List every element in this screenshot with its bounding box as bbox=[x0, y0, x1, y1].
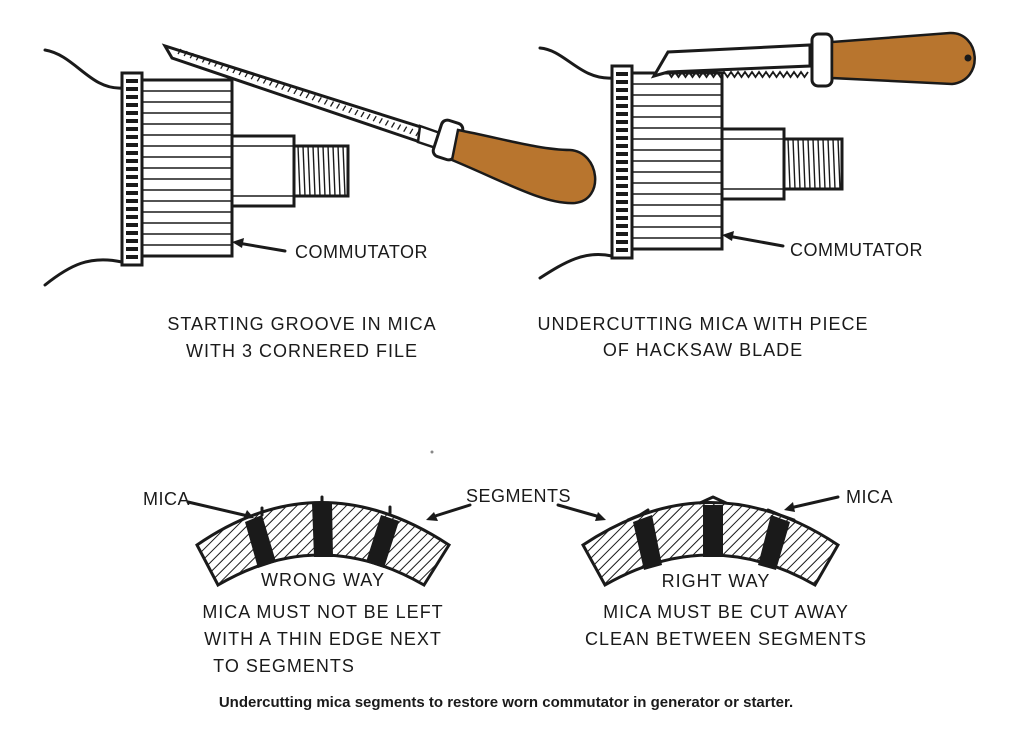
right-way-diagram: MICA RIGHT WAY bbox=[581, 487, 893, 591]
wrong-way-note-line3: TO SEGMENTS bbox=[213, 656, 355, 676]
hacksaw-blade bbox=[650, 31, 976, 88]
wrong-way-note-line2: WITH A THIN EDGE NEXT bbox=[204, 629, 442, 649]
mica-strip bbox=[758, 515, 790, 570]
caption-file-line1: STARTING GROOVE IN MICA bbox=[167, 314, 436, 334]
segments-label: SEGMENTS bbox=[466, 486, 571, 506]
commutator-callout-left: COMMUTATOR bbox=[295, 242, 428, 262]
right-way-note-line1: MICA MUST BE CUT AWAY bbox=[603, 602, 849, 622]
figure-caption: Undercutting mica segments to restore wo… bbox=[219, 694, 793, 711]
right-way-label: RIGHT WAY bbox=[662, 571, 771, 591]
wrong-way-label: WRONG WAY bbox=[261, 570, 385, 590]
mica-strip bbox=[245, 515, 276, 568]
wrong-way-diagram: MICA WRONG WAY bbox=[143, 489, 452, 590]
mica-label-right: MICA bbox=[846, 487, 893, 507]
commutator-drum-left bbox=[120, 71, 350, 267]
caption-hacksaw-line2: OF HACKSAW BLADE bbox=[603, 340, 803, 360]
file-handle bbox=[450, 128, 597, 205]
right-way-note-line2: CLEAN BETWEEN SEGMENTS bbox=[585, 629, 867, 649]
three-cornered-file bbox=[161, 43, 597, 205]
commutator-callout-right: COMMUTATOR bbox=[790, 240, 923, 260]
wrong-way-note-line1: MICA MUST NOT BE LEFT bbox=[202, 602, 443, 622]
mica-strip bbox=[312, 503, 333, 557]
mica-label-left: MICA bbox=[143, 489, 190, 509]
commutator-drum-right bbox=[610, 64, 844, 260]
hacksaw-illustration: COMMUTATOR bbox=[538, 31, 976, 280]
mica-strip bbox=[703, 505, 723, 557]
mica-strip bbox=[633, 515, 662, 570]
file-illustration: COMMUTATOR bbox=[43, 43, 597, 287]
caption-file-line2: WITH 3 CORNERED FILE bbox=[186, 341, 418, 361]
mica-strip bbox=[366, 515, 399, 568]
hacksaw-handle bbox=[830, 31, 976, 86]
caption-hacksaw-line1: UNDERCUTTING MICA WITH PIECE bbox=[537, 314, 868, 334]
